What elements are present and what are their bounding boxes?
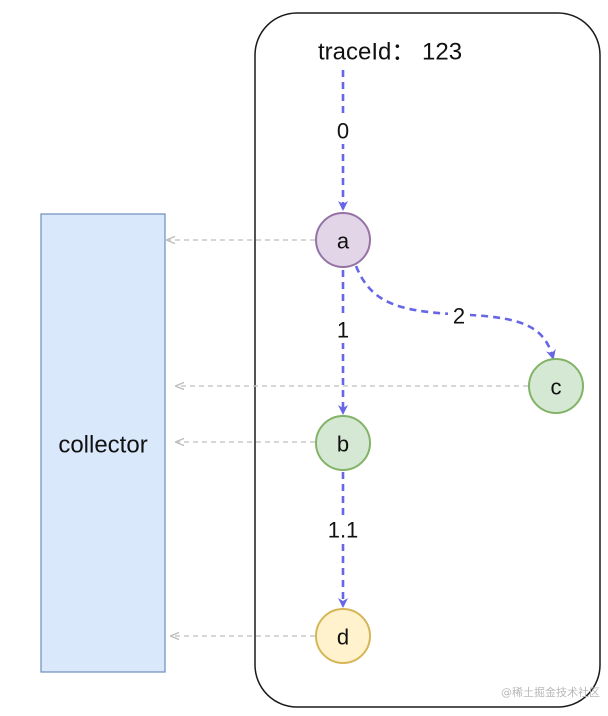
edge-label-1-1: 1.1: [328, 518, 359, 543]
edge-label-0: 0: [337, 119, 349, 144]
collector-rect: [40, 213, 166, 673]
edge-labels: 0 1 2 1.1: [324, 118, 470, 543]
node-c-circle: [528, 358, 584, 414]
node-a-circle: [315, 212, 371, 268]
node-c-label: c: [551, 375, 562, 400]
edge-label-2: 2: [453, 304, 465, 329]
trace-title: traceId： 123: [318, 39, 462, 66]
span-edges: [338, 70, 556, 608]
collector-label: collector: [58, 432, 147, 459]
node-d-circle: [315, 608, 371, 664]
node-d: d: [315, 608, 371, 664]
trace-container: [254, 12, 601, 708]
report-edges: [168, 240, 528, 636]
node-c: c: [528, 358, 584, 414]
node-a-label: a: [337, 229, 350, 254]
node-b: b: [315, 415, 371, 471]
node-b-circle: [315, 415, 371, 471]
watermark: @稀土掘金技术社区: [501, 685, 600, 699]
edge-label-1: 1: [337, 318, 349, 343]
node-a: a: [315, 212, 371, 268]
collector-box: collector: [40, 213, 166, 673]
node-d-label: d: [337, 625, 349, 650]
node-b-label: b: [337, 432, 349, 457]
